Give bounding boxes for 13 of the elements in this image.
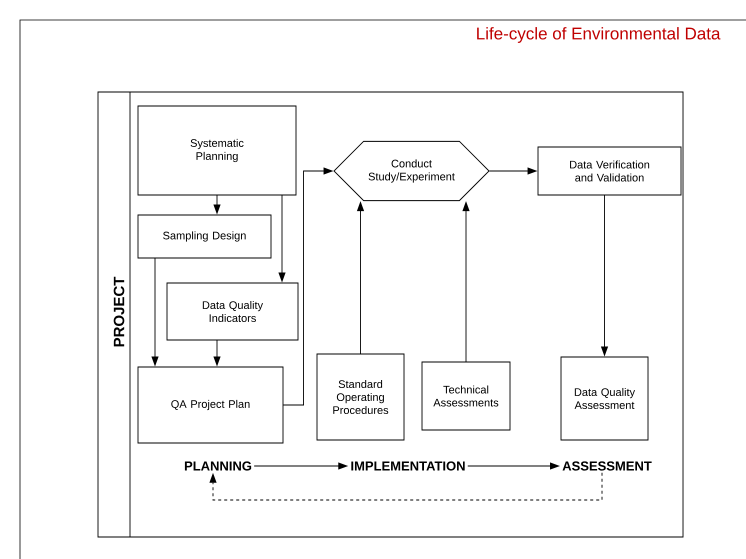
phase-label: ASSESSMENT xyxy=(562,461,652,471)
process-box: Systematic Planning xyxy=(138,106,296,196)
title: Life-cycle of Environmental Data xyxy=(477,27,720,43)
phase-label: IMPLEMENTATION xyxy=(351,461,465,471)
process-box: Data Quality Indicators xyxy=(166,282,298,340)
arrow xyxy=(209,472,602,500)
process-box: Data Verification and Validation xyxy=(538,146,682,196)
process-box: Standard Operating Procedures xyxy=(316,354,404,440)
process-box: QA Project Plan xyxy=(138,366,284,444)
process-box: Technical Assessments xyxy=(422,362,510,430)
process-box: Data Quality Assessment xyxy=(560,356,648,440)
phase-label: PLANNING xyxy=(184,461,252,471)
process-box: Sampling Design xyxy=(138,214,272,258)
